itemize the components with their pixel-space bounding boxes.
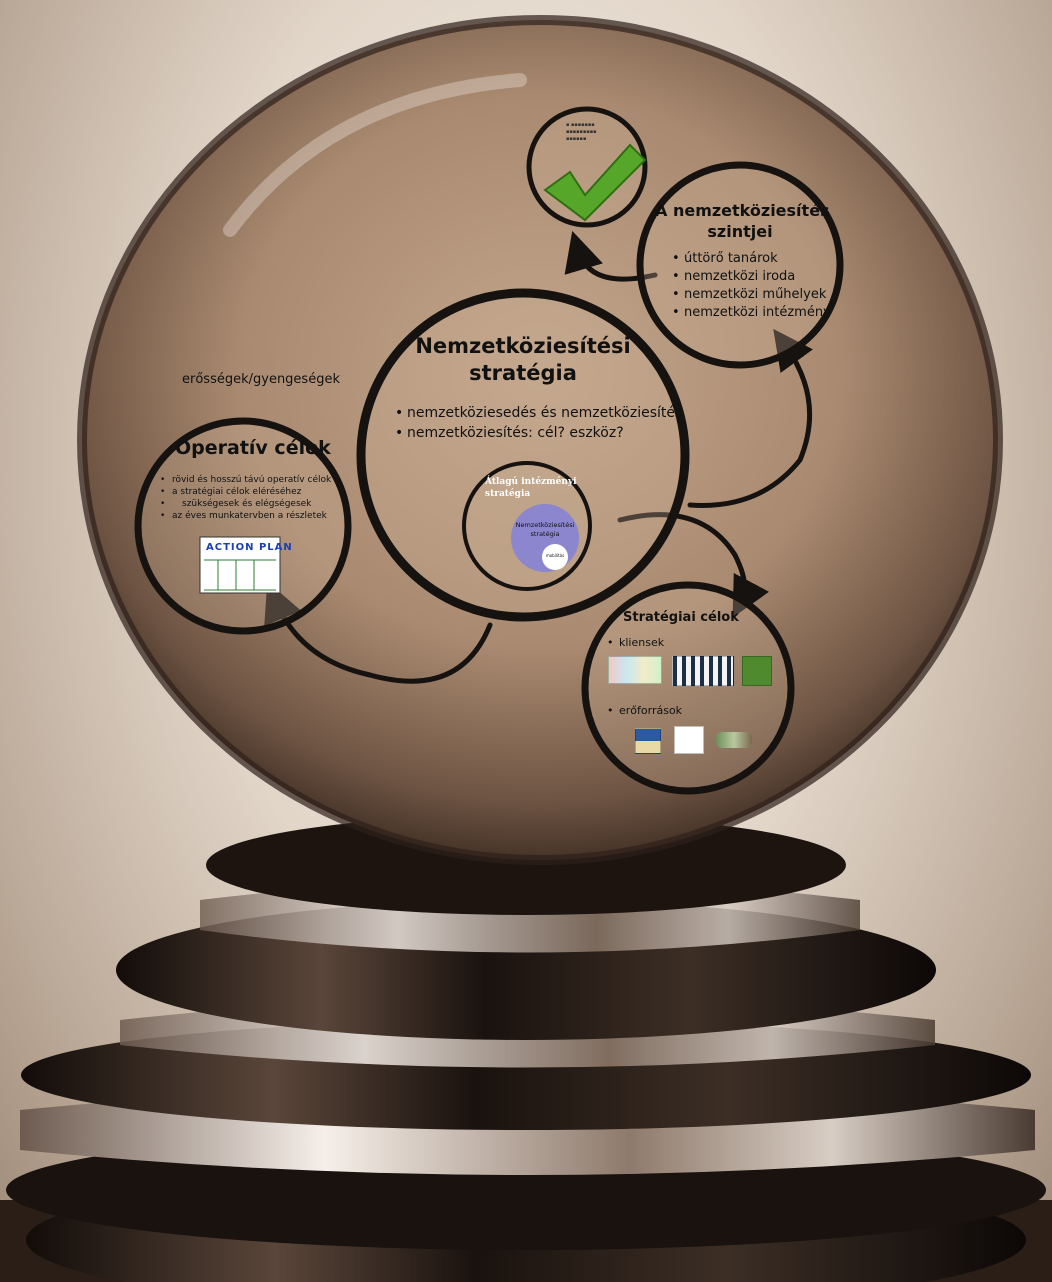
- clients-image-1: [608, 656, 662, 684]
- action-plan-image: [199, 536, 281, 594]
- connector-arrows: [264, 230, 813, 684]
- clients-image-3: [742, 656, 772, 686]
- list-item: a stratégiai célok eléréséhez: [160, 486, 331, 498]
- strategic-list-resources: erőforrások: [607, 704, 682, 718]
- inner-title: Átlagú intézményi stratégia: [485, 477, 577, 499]
- resources-image-1: [635, 728, 661, 754]
- list-item: rövid és hosszú távú operatív célok: [160, 474, 331, 486]
- list-item: nemzetköziesítés: cél? eszköz?: [395, 423, 682, 443]
- strategic-title: Stratégiai célok: [623, 610, 739, 625]
- strengths-weaknesses-label: erősségek/gyengeségek: [182, 372, 340, 387]
- resources-image-2: [674, 726, 704, 754]
- operative-title: Operatív célok: [175, 437, 331, 459]
- main-circle-ring: [356, 288, 690, 622]
- strategic-list-clients: kliensek: [607, 636, 664, 650]
- list-item: nemzetköziesedés és nemzetköziesítés: [395, 403, 682, 423]
- action-plan-label: ACTION PLAN: [206, 542, 293, 553]
- list-item: nemzetközi intézmény: [672, 304, 831, 322]
- clients-image-2: [672, 656, 734, 686]
- list-item: nemzetközi műhelyek: [672, 286, 831, 304]
- check-tiny-text: ▪ ▪▪▪▪▪▪▪▪▪▪▪▪▪▪▪▪▪▪▪▪▪▪: [566, 122, 597, 142]
- white-circle-label: mobilitás: [545, 553, 565, 558]
- list-item: szükségesek és elégségesek: [160, 498, 331, 510]
- list-item: nemzetközi iroda: [672, 268, 831, 286]
- list-item: az éves munkatervben a részletek: [160, 510, 331, 522]
- purple-circle-label: Nemzetköziesítési stratégia: [515, 521, 575, 538]
- pedestal: [0, 815, 1052, 1282]
- list-item: úttörő tanárok: [672, 250, 831, 268]
- main-title: Nemzetköziesítési stratégia: [415, 334, 631, 385]
- levels-title: A nemzetköziesítés szintjei: [655, 201, 830, 241]
- operative-list: rövid és hosszú távú operatív célok a st…: [160, 474, 331, 522]
- white-circle: [542, 544, 568, 570]
- levels-list: úttörő tanárok nemzetközi iroda nemzetkö…: [672, 250, 831, 322]
- list-item: kliensek: [607, 636, 664, 650]
- resources-image-3: [716, 732, 752, 748]
- main-list: nemzetköziesedés és nemzetköziesítés nem…: [395, 403, 682, 443]
- check-circle: [526, 106, 648, 228]
- list-item: erőforrások: [607, 704, 682, 718]
